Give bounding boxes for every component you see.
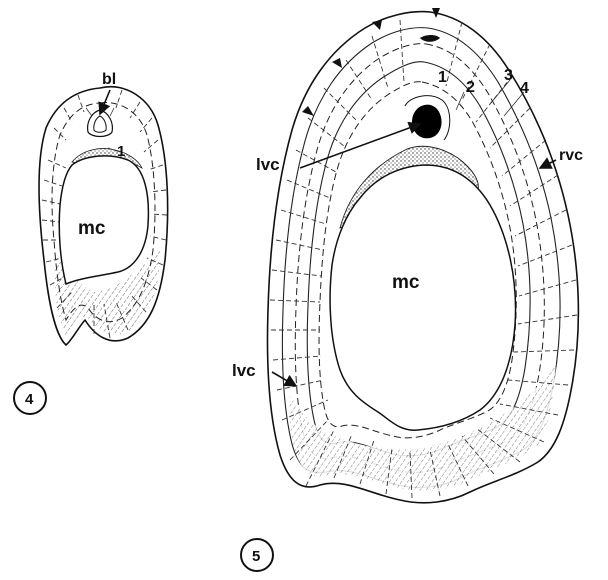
- fig5-label-lvc-upper: lvc: [256, 155, 280, 174]
- fig5-label-rvc: rvc: [559, 147, 583, 164]
- fig5-label-lvc-lower: lvc: [232, 361, 256, 380]
- fig5-ring-label-2: 2: [466, 79, 475, 96]
- fig5-label-mc: mc: [392, 272, 420, 293]
- fig5-ring-label-1: 1: [438, 69, 447, 86]
- fig5-number: 5: [252, 548, 260, 565]
- figure-4-section: bl 1 mc 4: [14, 71, 168, 414]
- fig4-label-ring-1: 1: [117, 143, 125, 160]
- fig4-label-mc: mc: [78, 218, 106, 239]
- fig5-ring-label-3: 3: [504, 67, 513, 84]
- fig5-main-lumen: [330, 165, 515, 430]
- figure-5-section: 1 2 3 4 lvc lvc rvc mc 5: [232, 8, 583, 571]
- fig5-ring-label-4: 4: [520, 80, 529, 97]
- fig4-number: 4: [25, 391, 34, 408]
- fig4-label-bl: bl: [102, 71, 116, 88]
